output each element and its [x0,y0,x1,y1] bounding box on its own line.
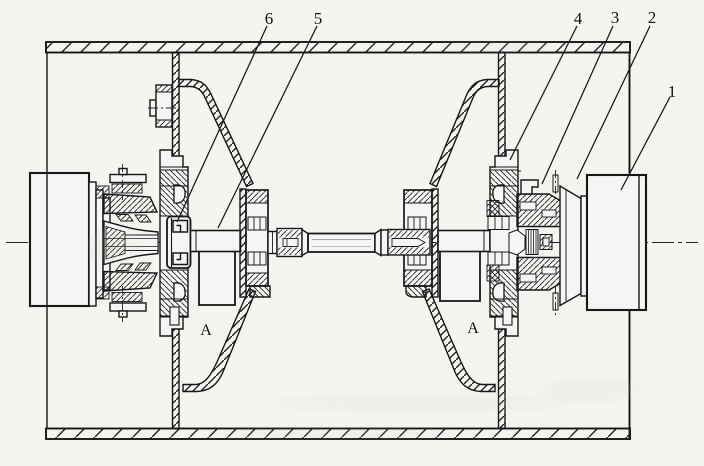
svg-text:4: 4 [574,9,583,28]
svg-text:6: 6 [265,9,274,28]
svg-text:A: A [200,322,212,339]
svg-text:5: 5 [314,9,323,28]
svg-text:2: 2 [648,8,657,27]
svg-text:1: 1 [668,82,677,101]
svg-text:3: 3 [611,8,620,27]
svg-text:A: A [467,320,479,337]
